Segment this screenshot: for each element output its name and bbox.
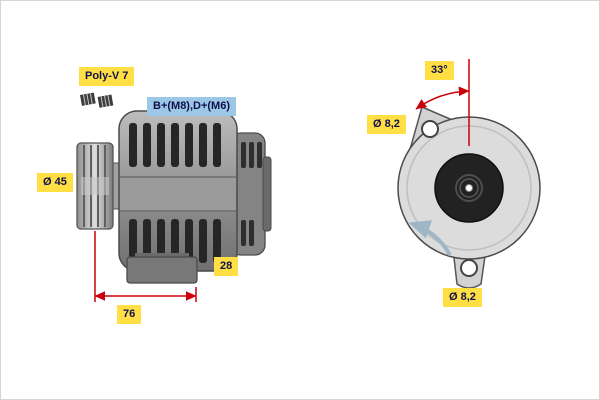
top-mounting-hole — [421, 120, 439, 138]
rotor-center — [434, 153, 504, 223]
mount-length-label: 76 — [117, 305, 142, 324]
pulley-diameter-label: Ø 45 — [37, 173, 73, 192]
pulley — [76, 142, 114, 230]
side-view — [76, 92, 272, 302]
angle-dimension — [415, 59, 470, 146]
foot-width-label: 28 — [214, 257, 239, 276]
mounting-foot — [126, 253, 198, 284]
lug-angle-label: 33° — [425, 61, 454, 80]
rotation-arrow — [408, 220, 452, 256]
poly-v-belt-icon — [80, 92, 114, 108]
main-housing — [118, 99, 238, 272]
rear-view — [397, 59, 541, 289]
top-hole-diameter-label: Ø 8,2 — [367, 115, 406, 134]
bottom-hole-diameter-label: Ø 8,2 — [443, 288, 482, 307]
terminal-label: B+(M8),D+(M6) — [147, 97, 237, 116]
belt-type-label: Poly-V 7 — [79, 67, 135, 86]
bottom-mounting-hole — [460, 259, 478, 277]
length-dimension — [94, 231, 197, 302]
